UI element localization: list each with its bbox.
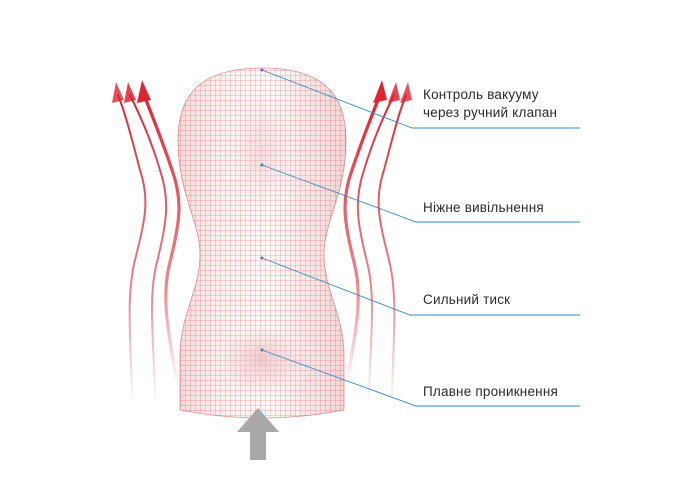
callout-vacuum-line2: через ручний клапан bbox=[423, 105, 558, 120]
airflow-arrow-right-3 bbox=[377, 94, 407, 406]
inner-cavity bbox=[222, 326, 302, 394]
leader-line-penetration bbox=[261, 349, 580, 407]
callout-vacuum-line1: Контроль вакууму bbox=[423, 87, 539, 102]
airflow-arrows-right bbox=[343, 93, 407, 406]
push-arrow bbox=[237, 408, 279, 460]
callout-pressure-text: Сильний тиск bbox=[423, 292, 511, 307]
callout-strong-pressure: Сильний тиск bbox=[423, 291, 510, 309]
airflow-arrow-right-2 bbox=[356, 94, 395, 406]
callout-penetration-text: Плавне проникнення bbox=[423, 384, 558, 399]
callout-release-text: Ніжне вивільнення bbox=[423, 200, 544, 215]
leader-line-release bbox=[261, 164, 580, 223]
airflow-arrow-left-1 bbox=[117, 94, 147, 406]
airflow-arrowheads-left bbox=[112, 80, 151, 103]
leader-lines bbox=[260, 68, 580, 407]
airflow-arrow-right-1 bbox=[343, 93, 382, 390]
airflow-arrowheads-right bbox=[373, 80, 412, 103]
sleeve-body bbox=[177, 67, 347, 419]
callout-smooth-penetration: Плавне проникнення bbox=[423, 383, 558, 401]
leader-line-pressure bbox=[261, 257, 580, 316]
airflow-arrow-left-3 bbox=[142, 93, 181, 390]
airflow-arrows-left bbox=[117, 93, 181, 406]
callout-gentle-release: Ніжне вивільнення bbox=[423, 199, 544, 217]
callout-vacuum-control: Контроль вакууму через ручний клапан bbox=[423, 86, 557, 122]
leader-line-vacuum bbox=[261, 69, 580, 129]
airflow-arrow-left-2 bbox=[129, 94, 168, 406]
